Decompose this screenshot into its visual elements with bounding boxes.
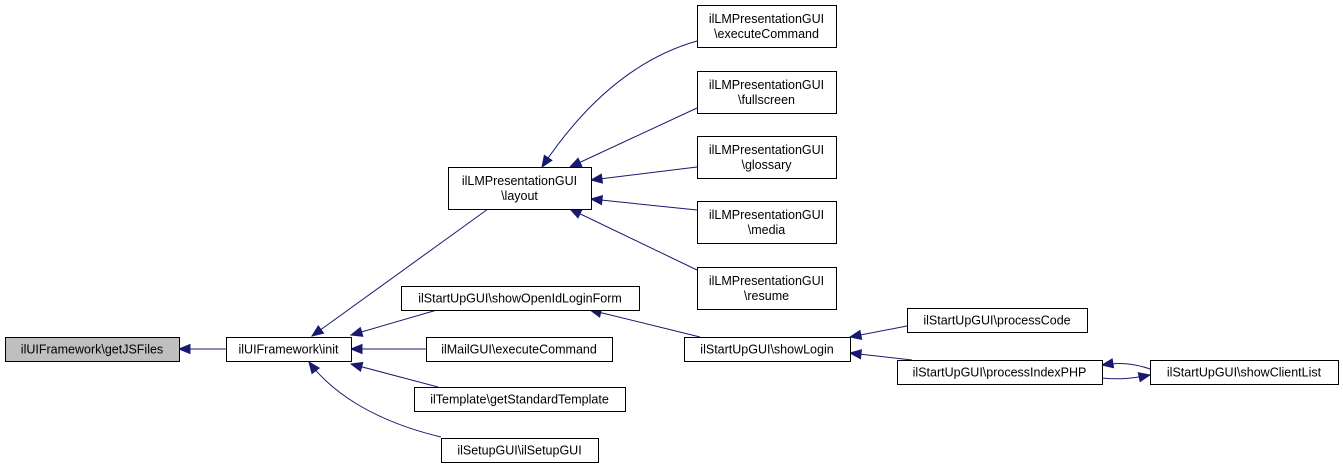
node-box [426, 337, 613, 362]
node-label-line: ilLMPresentationGUI [709, 208, 824, 222]
node-label-line: ilTemplate\getStandardTemplate [430, 393, 609, 407]
edge-arrowhead-showClientList-to-processIndexPHP [1100, 358, 1115, 369]
edge-arrowhead-setupGUI-to-init [308, 360, 321, 375]
node-label-line: ilMailGUI\executeCommand [441, 343, 597, 357]
node-showLogin[interactable]: ilStartUpGUI\showLogin [684, 337, 851, 362]
edge-executeCommandLM-to-layout [541, 40, 698, 168]
node-box [697, 267, 837, 310]
node-getStandardTemplate[interactable]: ilTemplate\getStandardTemplate [414, 387, 626, 412]
edge-arrowhead-showOpenIdLoginForm-to-init [349, 326, 364, 337]
node-label-line: ilLMPresentationGUI [709, 143, 824, 157]
node-setupGUI[interactable]: ilSetupGUI\ilSetupGUI [441, 438, 599, 463]
node-media[interactable]: ilLMPresentationGUI\media [697, 201, 837, 244]
node-mailExecuteCommand[interactable]: ilMailGUI\executeCommand [426, 337, 613, 362]
node-getJSFiles[interactable]: ilUIFramework\getJSFiles [5, 337, 180, 362]
node-showClientList[interactable]: ilStartUpGUI\showClientList [1150, 360, 1339, 385]
edge-arrowhead-processIndexPHP-to-showClientList [1137, 372, 1152, 383]
edge-getStandardTemplate-to-init [350, 363, 439, 388]
node-layout[interactable]: ilLMPresentationGUI\layout [448, 167, 592, 210]
node-fullscreen[interactable]: ilLMPresentationGUI\fullscreen [697, 71, 837, 114]
node-label-line: \executeCommand [714, 27, 819, 41]
node-label-line: ilStartUpGUI\showLogin [700, 343, 833, 357]
edge-arrowhead-media-to-layout [589, 194, 603, 206]
node-executeCommandLM[interactable]: ilLMPresentationGUI\executeCommand [697, 5, 837, 48]
node-box [697, 5, 837, 48]
node-box [448, 167, 592, 210]
node-resume[interactable]: ilLMPresentationGUI\resume [697, 267, 837, 310]
node-box [414, 387, 626, 412]
node-label-line: ilLMPresentationGUI [709, 78, 824, 92]
edge-showOpenIdLoginForm-to-init [350, 309, 438, 336]
node-box [897, 360, 1103, 385]
node-box [697, 136, 837, 179]
node-box [1150, 360, 1339, 385]
edge-arrowhead-processCode-to-showLogin [848, 329, 863, 340]
edge-arrowhead-mailExecuteCommand-to-init [349, 343, 363, 355]
edge-resume-to-layout [569, 208, 698, 271]
edge-fullscreen-to-layout [569, 107, 698, 168]
node-label-line: ilLMPresentationGUI [709, 274, 824, 288]
edge-setupGUI-to-init [308, 361, 442, 438]
node-label-line: \glossary [741, 158, 792, 172]
edge-arrowhead-glossary-to-layout [589, 173, 604, 184]
node-processIndexPHP[interactable]: ilStartUpGUI\processIndexPHP [897, 360, 1103, 385]
edge-arrowhead-fullscreen-to-layout [568, 157, 583, 168]
node-label-line: \fullscreen [738, 93, 795, 107]
node-label-line: ilUIFramework\init [238, 343, 339, 357]
node-label-line: ilStartUpGUI\processCode [923, 314, 1070, 328]
edge-arrowhead-executeCommandLM-to-layout [541, 154, 553, 169]
node-box [441, 438, 599, 463]
node-label-line: ilStartUpGUI\processIndexPHP [913, 366, 1087, 380]
node-label-line: \media [748, 223, 786, 237]
node-label-line: ilUIFramework\getJSFiles [21, 343, 163, 357]
node-box [697, 201, 837, 244]
edge-arrowhead-init-to-getJSFiles [177, 343, 191, 355]
node-label-line: ilSetupGUI\ilSetupGUI [457, 444, 581, 458]
edge-media-to-layout [590, 198, 698, 211]
node-label-line: ilStartUpGUI\showClientList [1167, 366, 1322, 380]
nodes-layer: ilUIFramework\getJSFiles ilUIFramework\in… [5, 5, 1339, 463]
edges-layer [177, 40, 1152, 438]
node-glossary[interactable]: ilLMPresentationGUI\glossary [697, 136, 837, 179]
node-showOpenIdLoginForm[interactable]: ilStartUpGUI\showOpenIdLoginForm [401, 286, 640, 311]
node-box [5, 337, 180, 362]
node-label-line: ilLMPresentationGUI [709, 12, 824, 26]
node-label-line: ilLMPresentationGUI [462, 174, 577, 188]
edge-arrowhead-getStandardTemplate-to-init [349, 361, 364, 373]
node-label-line: ilStartUpGUI\showOpenIdLoginForm [418, 292, 622, 306]
node-label-line: \layout [501, 189, 538, 203]
edge-arrowhead-processIndexPHP-to-showLogin [848, 349, 863, 360]
node-processCode[interactable]: ilStartUpGUI\processCode [907, 308, 1088, 333]
edge-glossary-to-layout [590, 166, 698, 181]
edge-arrowhead-layout-to-init [310, 325, 325, 337]
node-label-line: \resume [744, 289, 789, 303]
node-init[interactable]: ilUIFramework\init [226, 337, 352, 362]
node-box [401, 286, 640, 311]
edge-arrowhead-resume-to-layout [568, 208, 583, 219]
node-box [684, 337, 851, 362]
edge-layout-to-init [311, 208, 489, 337]
edge-showLogin-to-showOpenIdLoginForm [589, 309, 701, 338]
node-box [697, 71, 837, 114]
node-box [226, 337, 352, 362]
node-box [907, 308, 1088, 333]
